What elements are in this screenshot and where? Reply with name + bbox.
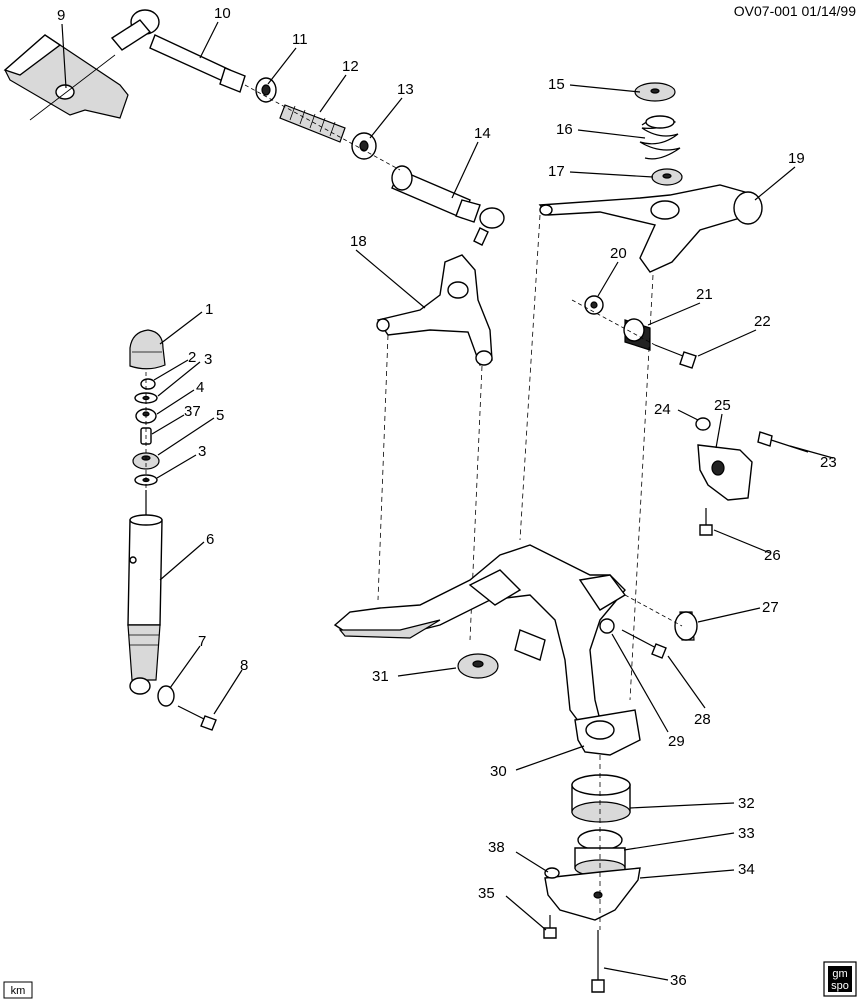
callout-7: 7 — [198, 633, 206, 650]
leader-lines — [61, 21, 834, 981]
callout-16: 16 — [556, 121, 573, 138]
part-1-bumper — [129, 329, 166, 370]
callout-3-top: 3 — [204, 351, 212, 368]
callout-36: 36 — [670, 972, 687, 989]
part-6-shock-absorber — [127, 490, 163, 695]
callout-27: 27 — [762, 599, 779, 616]
callout-28: 28 — [694, 711, 711, 728]
callout-5: 5 — [216, 407, 224, 424]
part-9-bracket — [3, 34, 129, 121]
callout-22: 22 — [754, 313, 771, 330]
part-36-bolt — [591, 930, 605, 993]
callout-20: 20 — [610, 245, 627, 262]
callout-13: 13 — [397, 81, 414, 98]
callout-32: 32 — [738, 795, 755, 812]
callout-6: 6 — [206, 531, 214, 548]
callout-35: 35 — [478, 885, 495, 902]
callout-1: 1 — [205, 301, 213, 318]
callout-14: 14 — [474, 125, 491, 142]
callout-10: 10 — [214, 5, 231, 22]
part-30-lower-mount — [574, 709, 641, 756]
callout-9: 9 — [57, 7, 65, 24]
callout-24: 24 — [654, 401, 671, 418]
callout-15: 15 — [548, 76, 565, 93]
part-11-washer — [255, 77, 277, 103]
callout-3-bottom: 3 — [198, 443, 206, 460]
part-2-nut — [140, 378, 156, 390]
part-35-bolt — [543, 915, 557, 939]
callout-31: 31 — [372, 668, 389, 685]
part-23-bolt — [757, 431, 809, 453]
part-18-control-arm — [376, 254, 493, 366]
part-26-bolt — [699, 508, 713, 536]
part-16-spring — [639, 115, 681, 160]
callout-25: 25 — [714, 397, 731, 414]
callout-21: 21 — [696, 286, 713, 303]
part-14-rod — [391, 165, 505, 246]
part-24-nut — [695, 417, 711, 431]
part-38-nut — [544, 867, 560, 879]
callout-23: 23 — [820, 454, 837, 471]
km-mark: km — [3, 981, 33, 999]
part-34-bracket — [544, 867, 641, 921]
part-32-spacer — [571, 774, 631, 823]
part-13-nut — [351, 132, 377, 160]
callout-11: 11 — [292, 31, 308, 48]
diagram-code: OV07-001 01/14/99 — [734, 3, 856, 19]
part-21-bushing — [623, 318, 651, 351]
part-17-insulator — [651, 168, 683, 186]
svg-text:spo: spo — [831, 980, 849, 992]
callout-26: 26 — [764, 547, 781, 564]
callout-17: 17 — [548, 163, 565, 180]
part-20-nut — [584, 295, 604, 315]
part-25-bracket — [697, 444, 753, 501]
callout-37: 37 — [184, 403, 201, 420]
svg-text:gm: gm — [832, 968, 847, 980]
part-7-bushing — [157, 685, 175, 707]
part-10-rod — [110, 9, 246, 93]
part-27-bushing — [674, 611, 698, 641]
callout-8: 8 — [240, 657, 248, 674]
part-29-nut — [599, 618, 615, 634]
part-31-pad — [457, 653, 499, 679]
part-28-bolt — [621, 629, 667, 659]
part-12-sleeve — [279, 104, 346, 143]
svg-text:km: km — [11, 985, 26, 997]
callout-38: 38 — [488, 839, 505, 856]
callout-4: 4 — [196, 379, 204, 396]
callout-19: 19 — [788, 150, 805, 167]
callout-numbers: 9 10 11 12 13 14 15 16 17 18 19 20 21 22… — [57, 5, 837, 989]
part-19-upper-control-arm — [538, 184, 763, 273]
callout-2: 2 — [188, 349, 196, 366]
part-8-bolt — [177, 705, 217, 731]
callout-29: 29 — [668, 733, 685, 750]
part-15-insulator — [634, 82, 676, 102]
callout-30: 30 — [490, 763, 507, 780]
callout-18: 18 — [350, 233, 367, 250]
part-22-bolt — [654, 344, 697, 369]
gm-spo-logo: gm spo — [823, 961, 857, 997]
subframe-crossmember — [333, 544, 627, 731]
callout-33: 33 — [738, 825, 755, 842]
callout-12: 12 — [342, 58, 359, 75]
callout-34: 34 — [738, 861, 755, 878]
